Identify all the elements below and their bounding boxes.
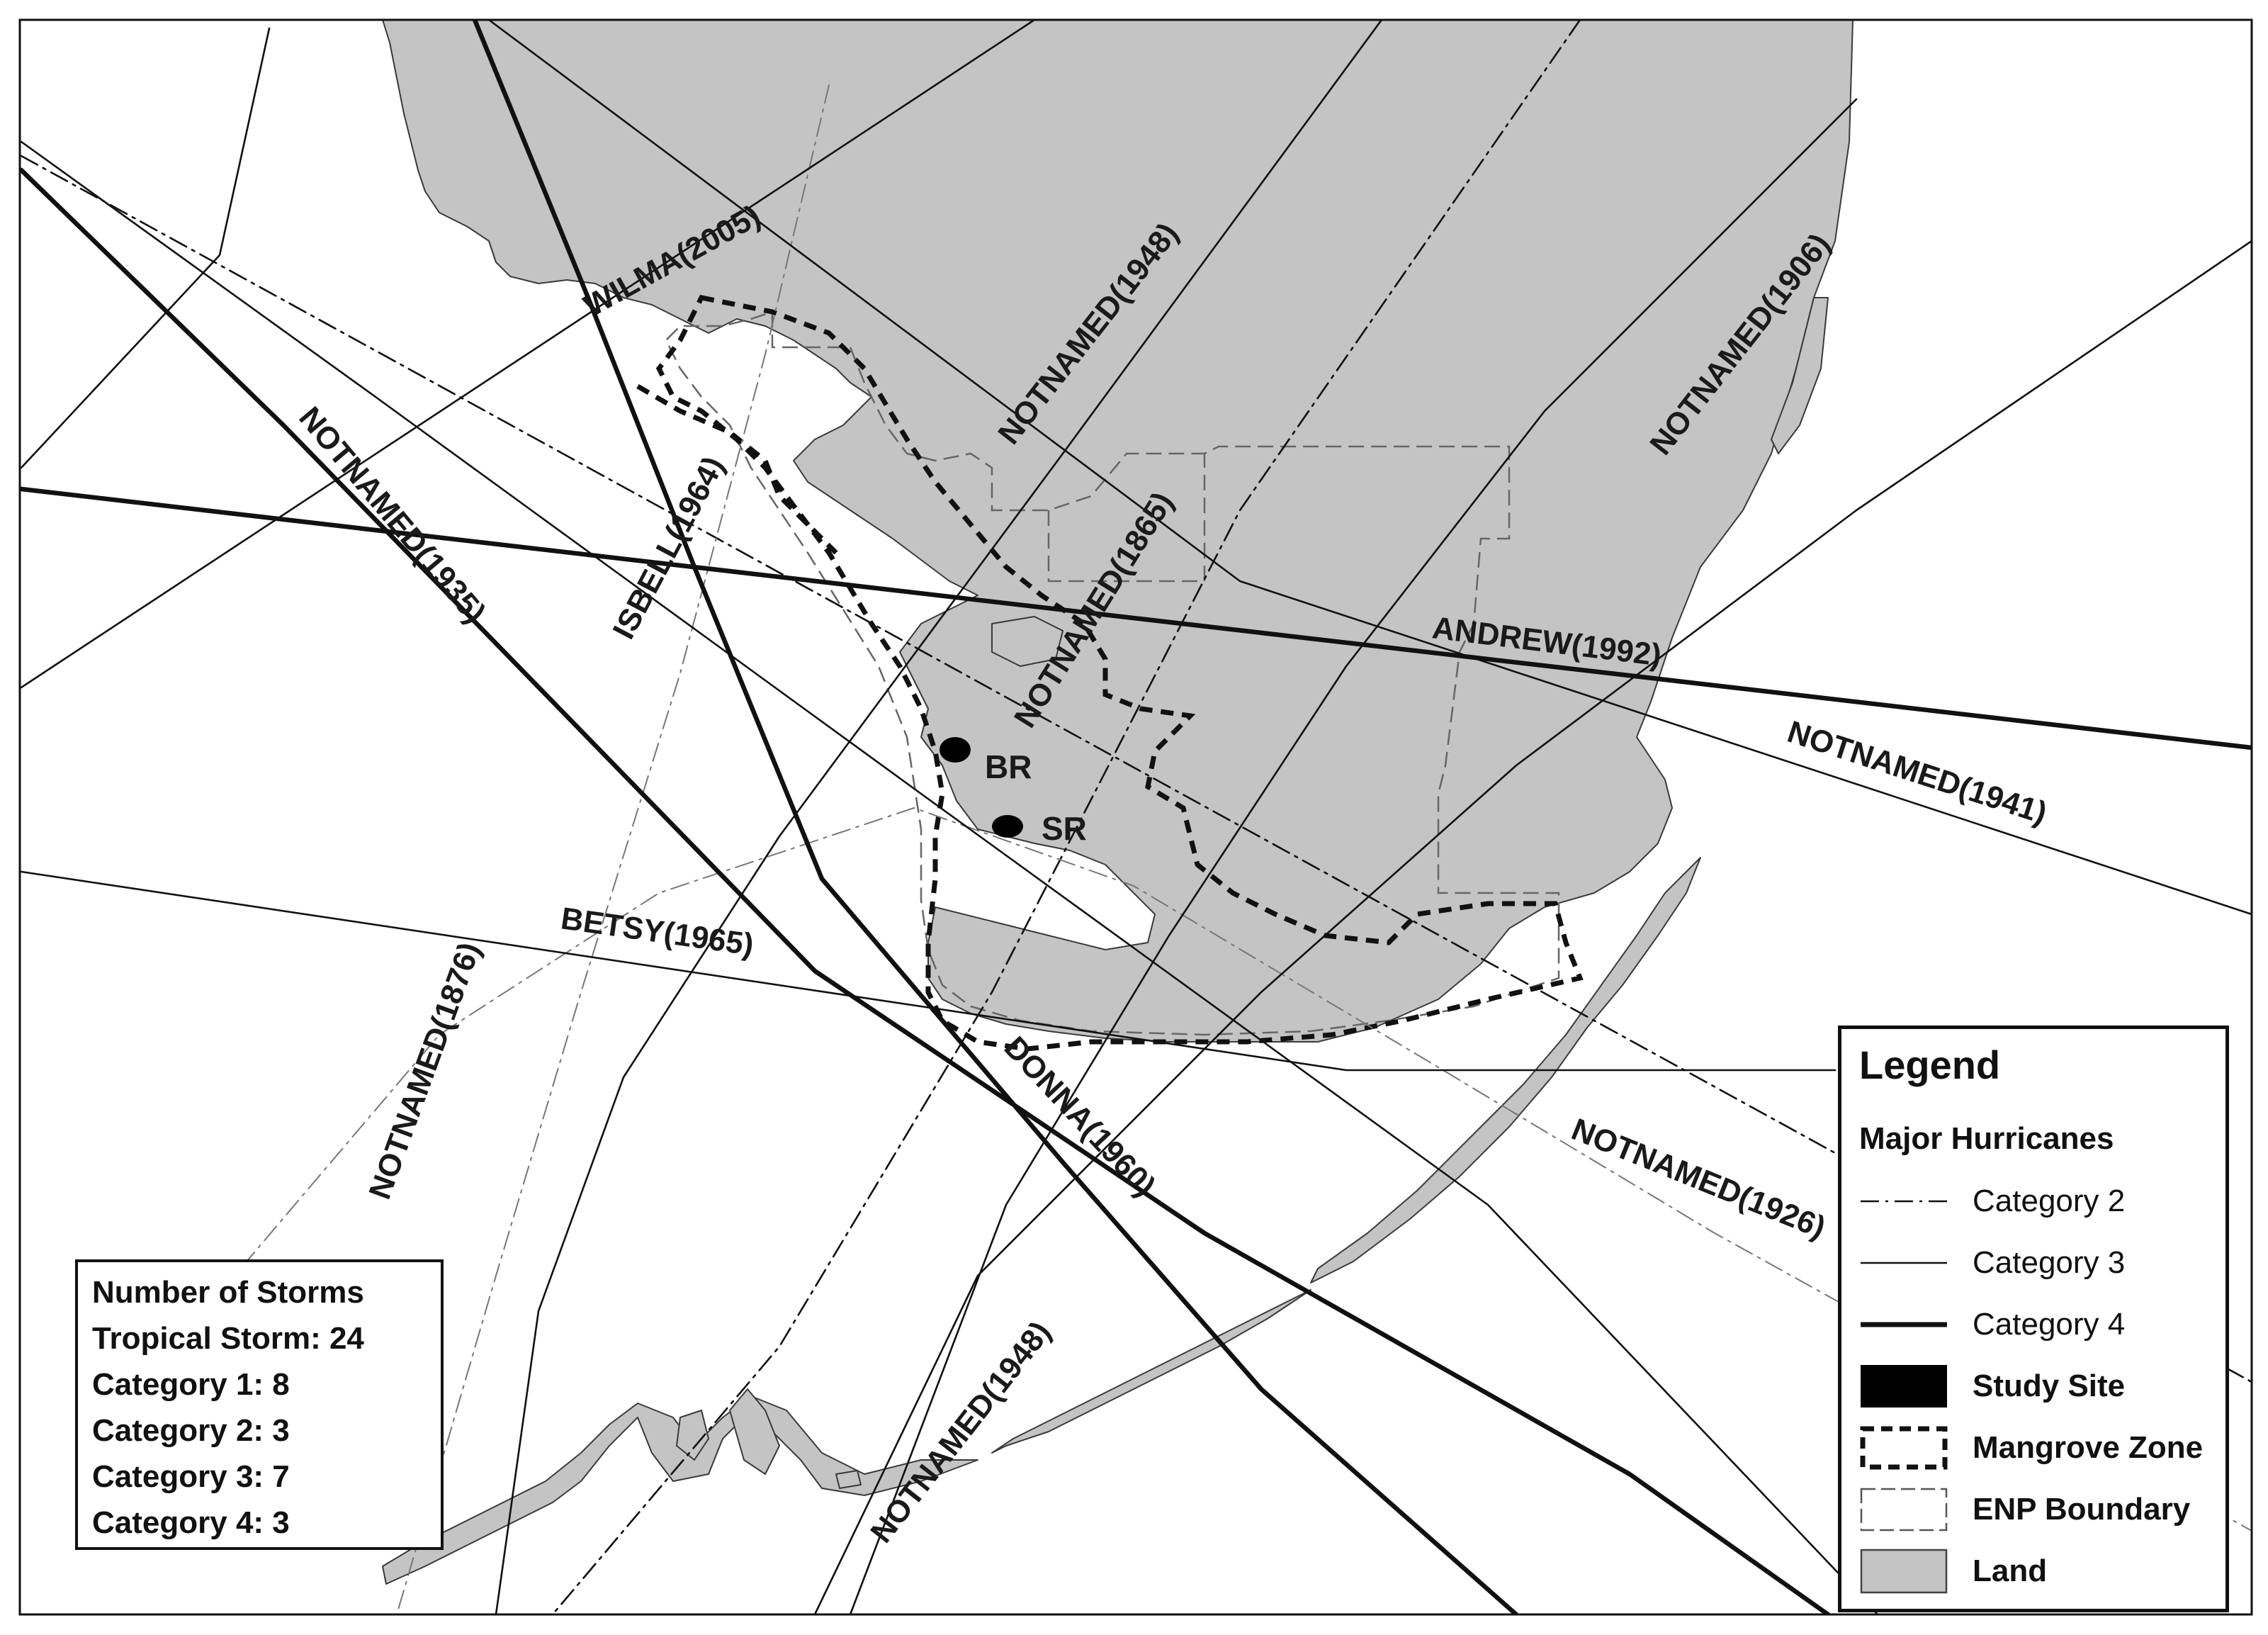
legend-label: Category 3	[1973, 1245, 2126, 1280]
label-notnamed-1926: NOTNAMED(1926)	[1567, 1112, 1830, 1245]
storm-count-row: Category 1: 8	[92, 1367, 290, 1402]
storm-count-row: Category 2: 3	[92, 1413, 290, 1448]
legend-symbol-filled-black	[1861, 1365, 1947, 1408]
legend-label: Category 4	[1973, 1307, 2126, 1342]
track-notnamed-1948-north	[495, 20, 1383, 1614]
track-wilma-2005	[20, 20, 1036, 689]
key-islet-a	[729, 1388, 780, 1475]
map-legend: Legend Major Hurricanes Category 2 Categ…	[1838, 1026, 2229, 1612]
legend-item-study-site: Study Site	[1859, 1361, 2228, 1411]
storm-count-box: Number of Storms Tropical Storm: 24 Cate…	[75, 1259, 444, 1550]
map-frame	[18, 18, 2253, 1616]
mangrove-zone-north-arc	[636, 383, 838, 555]
label-notnamed-1935: NOTNAMED(1935)	[292, 400, 492, 630]
legend-label: ENP Boundary	[1973, 1492, 2191, 1527]
storm-count-title: Number of Storms	[92, 1275, 364, 1310]
legend-title: Legend	[1859, 1043, 2001, 1087]
track-donna-1960	[472, 20, 1519, 1614]
legend-item-enp-boundary: ENP Boundary	[1859, 1485, 2228, 1534]
legend-label: Category 2	[1973, 1184, 2126, 1218]
track-notnamed-1935-thin	[20, 140, 1879, 1614]
middle-keys	[991, 1289, 1311, 1454]
legend-label: Land	[1973, 1553, 2048, 1588]
florida-mainland	[382, 20, 1854, 1043]
legend-item-land: Land	[1859, 1546, 2228, 1596]
storm-count-row: Category 4: 3	[92, 1505, 290, 1540]
track-notnamed-1865	[849, 98, 1858, 1614]
track-isbell-1964	[396, 84, 830, 1614]
legend-label: Mangrove Zone	[1973, 1430, 2204, 1465]
label-notnamed-1876: NOTNAMED(1876)	[362, 938, 487, 1203]
track-notnamed-1935	[20, 167, 1831, 1614]
track-notnamed-1935-curve	[198, 807, 2252, 1532]
legend-symbol-gray-fill	[1860, 1549, 1948, 1594]
enp-boundary-inner	[1047, 454, 1206, 583]
track-notnamed-1941	[487, 20, 2252, 916]
legend-label: Study Site	[1973, 1369, 2126, 1403]
storm-count-row: Tropical Storm: 24	[92, 1321, 364, 1356]
inner-island	[991, 616, 1064, 667]
legend-item-category-4: Category 4	[1859, 1300, 2228, 1349]
legend-item-category-2: Category 2	[1859, 1176, 2228, 1226]
track-notnamed-1906	[813, 240, 2252, 1614]
legend-symbol-thin-line	[1861, 1262, 1947, 1264]
legend-item-category-3: Category 3	[1859, 1238, 2228, 1288]
upper-keys	[1310, 857, 1701, 1283]
legend-item-mangrove-zone: Mangrove Zone	[1859, 1423, 2228, 1473]
label-study-site-sr: SR	[1042, 810, 1087, 847]
east-coast-barrier-island	[1771, 297, 1829, 454]
mangrove-zone	[655, 295, 1584, 1052]
label-betsy-1965: BETSY(1965)	[559, 901, 756, 962]
track-andrew-1992	[20, 486, 2252, 751]
track-notnamed-1876	[551, 20, 1581, 1614]
key-islet-b	[676, 1410, 709, 1461]
legend-symbol-thick-line	[1861, 1322, 1947, 1327]
study-site-sr	[992, 815, 1023, 838]
legend-subtitle: Major Hurricanes	[1859, 1121, 2114, 1156]
legend-symbol-dash-dot-line	[1861, 1200, 1947, 1203]
legend-symbol-thick-dashed-box	[1860, 1426, 1948, 1470]
enp-boundary	[665, 310, 1560, 1036]
legend-symbol-thin-dashed-box	[1860, 1488, 1948, 1532]
storm-count-row: Category 3: 7	[92, 1459, 290, 1494]
study-site-br	[940, 737, 971, 763]
key-islet-c	[835, 1470, 862, 1489]
label-study-site-br: BR	[985, 748, 1032, 785]
track-betsy-1965	[20, 870, 1837, 1072]
track-notnamed-1948-south	[20, 27, 271, 469]
